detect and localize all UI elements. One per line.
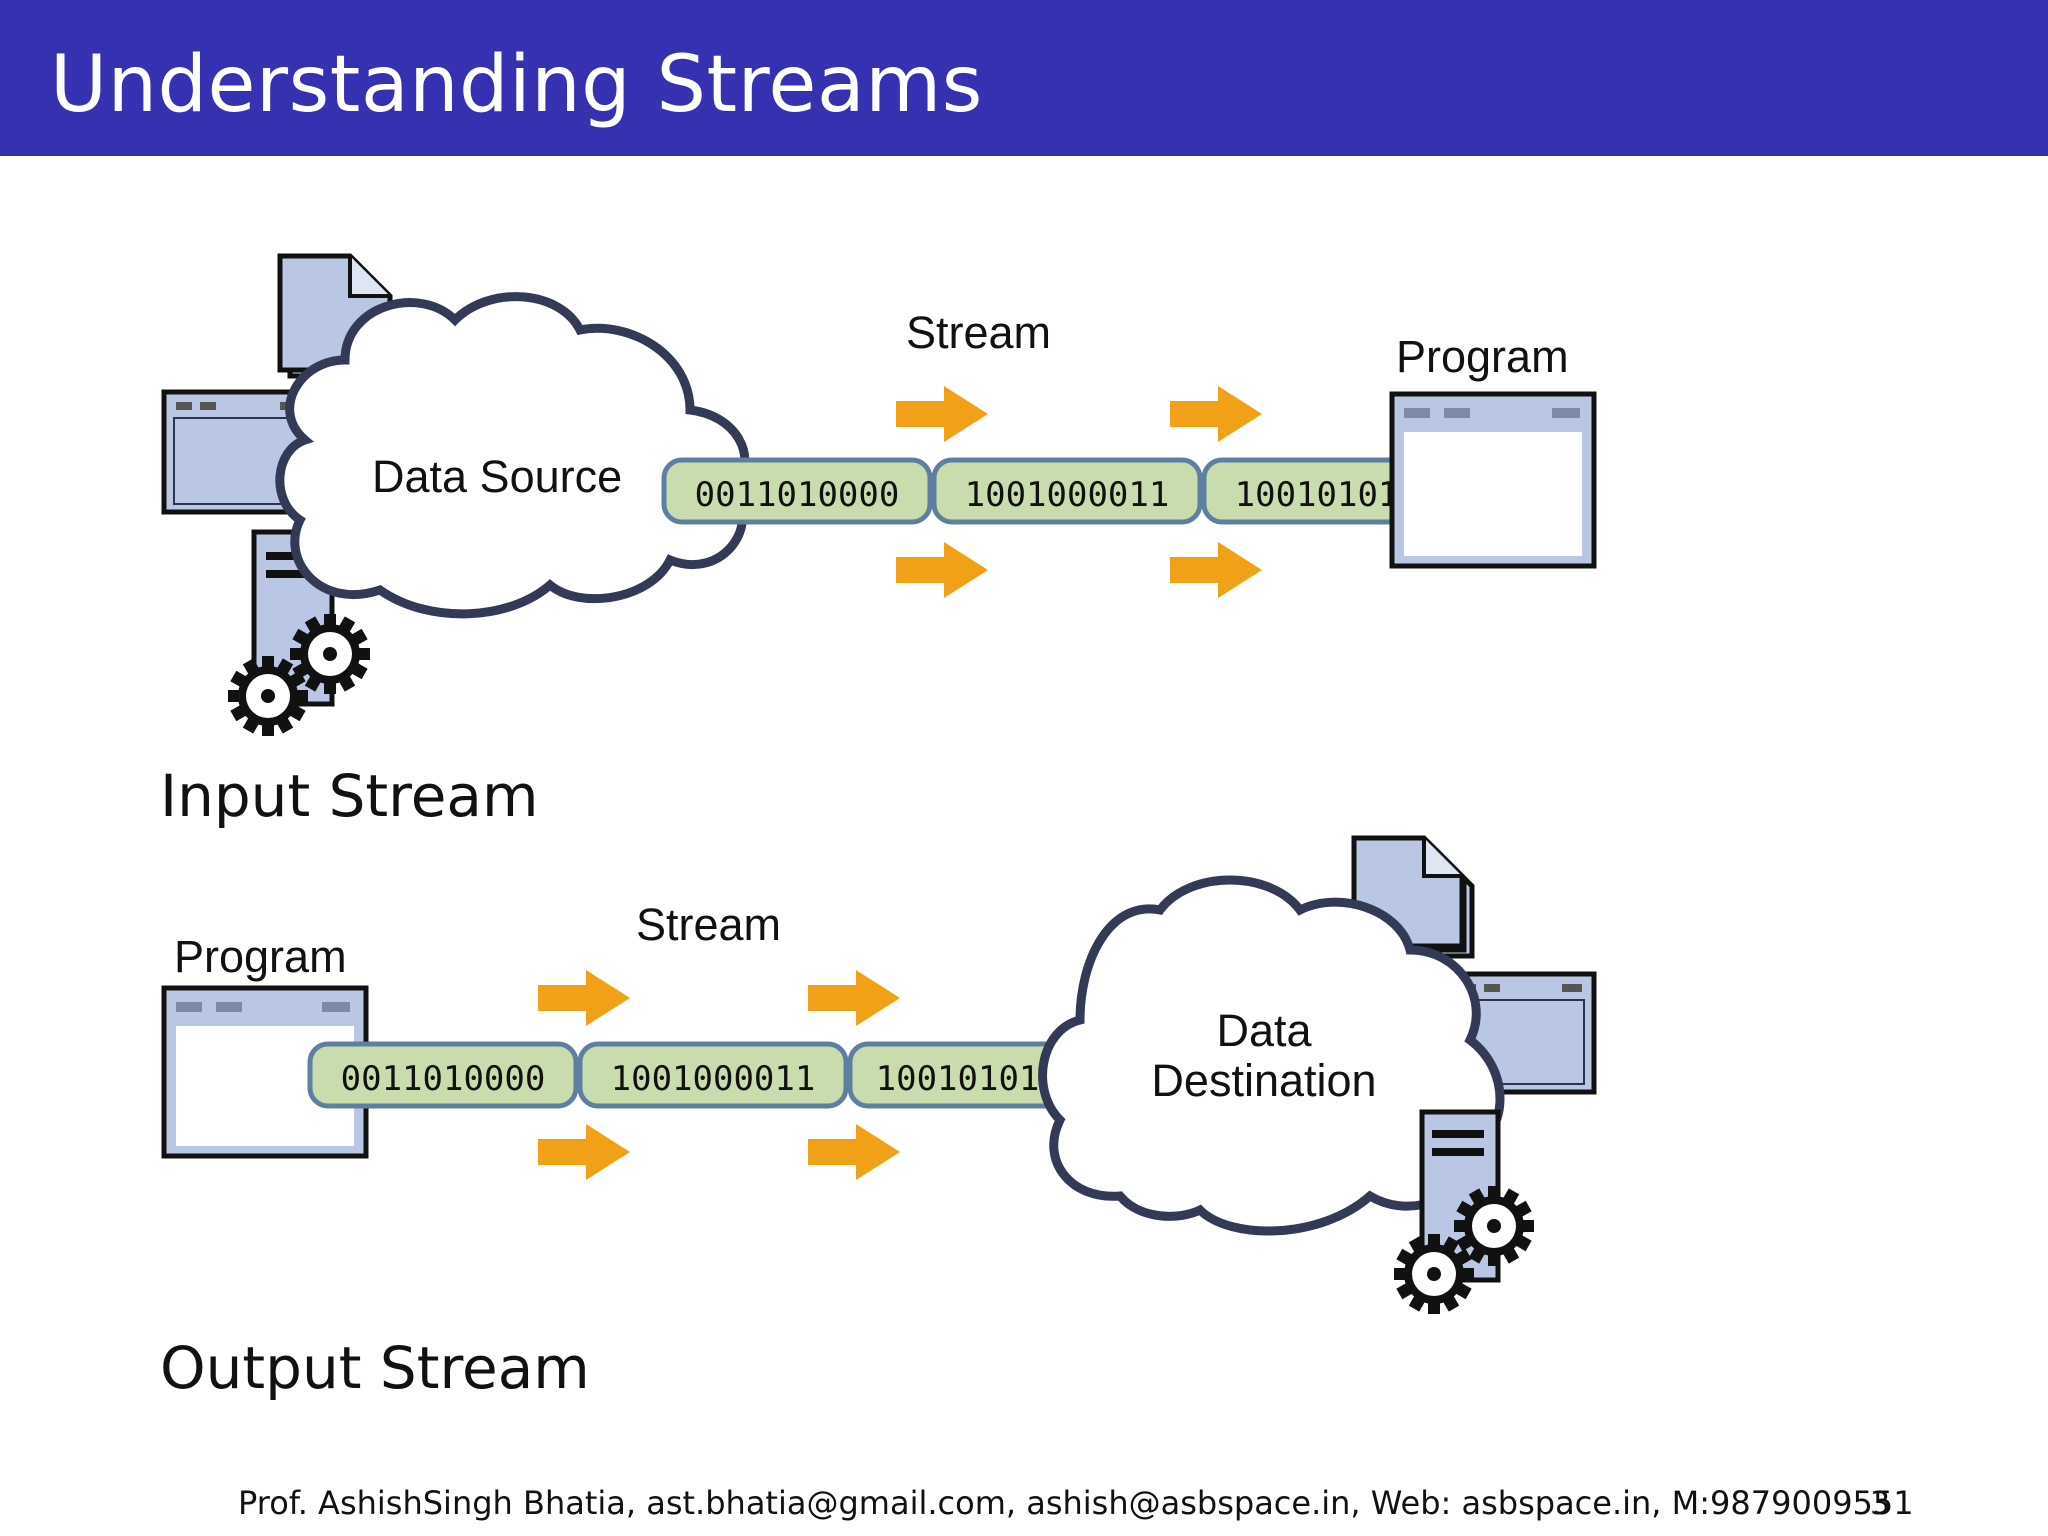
arrow-right-icon (808, 970, 900, 1026)
input-program-label: Program (1396, 331, 1569, 382)
page-number: 3 (1870, 1484, 1891, 1522)
output-packet: 1001000011 (577, 1041, 849, 1109)
program-window-icon (1389, 391, 1597, 569)
packet-bits: 1001000011 (611, 1059, 816, 1099)
packet-bits: 0011010000 (695, 475, 900, 515)
output-stream-diagram: Program Stream 0011010000 1001000011 100… (161, 835, 1597, 1314)
output-program-label: Program (174, 931, 347, 982)
document-icon (1351, 835, 1475, 959)
arrow-right-icon (538, 1124, 630, 1180)
title-bar: Understanding Streams (0, 0, 2048, 156)
arrow-right-icon (1170, 542, 1262, 598)
input-stream-diagram: Data Source Stream 0011010000 1001000011… (161, 253, 1597, 736)
input-stream-caption: Input Stream (160, 762, 539, 830)
slide-title: Understanding Streams (50, 40, 983, 130)
arrow-right-icon (896, 386, 988, 442)
input-packet: 1001000011 (931, 457, 1203, 525)
arrow-right-icon (808, 1124, 900, 1180)
data-source-cloud (275, 292, 750, 619)
output-stream-caption: Output Stream (160, 1334, 590, 1402)
output-packet: 0011010000 (307, 1041, 579, 1109)
footer-author: Prof. AshishSingh Bhatia, ast.bhatia@gma… (238, 1484, 1914, 1522)
data-destination-label-line2: Destination (1151, 1055, 1376, 1106)
packet-bits: 1001000011 (965, 475, 1170, 515)
input-packet: 0011010000 (661, 457, 933, 525)
arrow-right-icon (896, 542, 988, 598)
arrow-right-icon (538, 970, 630, 1026)
output-stream-label: Stream (636, 899, 781, 950)
data-source-label: Data Source (372, 451, 622, 502)
data-destination-label-line1: Data (1216, 1005, 1312, 1056)
arrow-right-icon (1170, 386, 1262, 442)
data-destination-cloud (1038, 875, 1505, 1236)
packet-bits: 0011010000 (341, 1059, 546, 1099)
input-stream-label: Stream (906, 307, 1051, 358)
